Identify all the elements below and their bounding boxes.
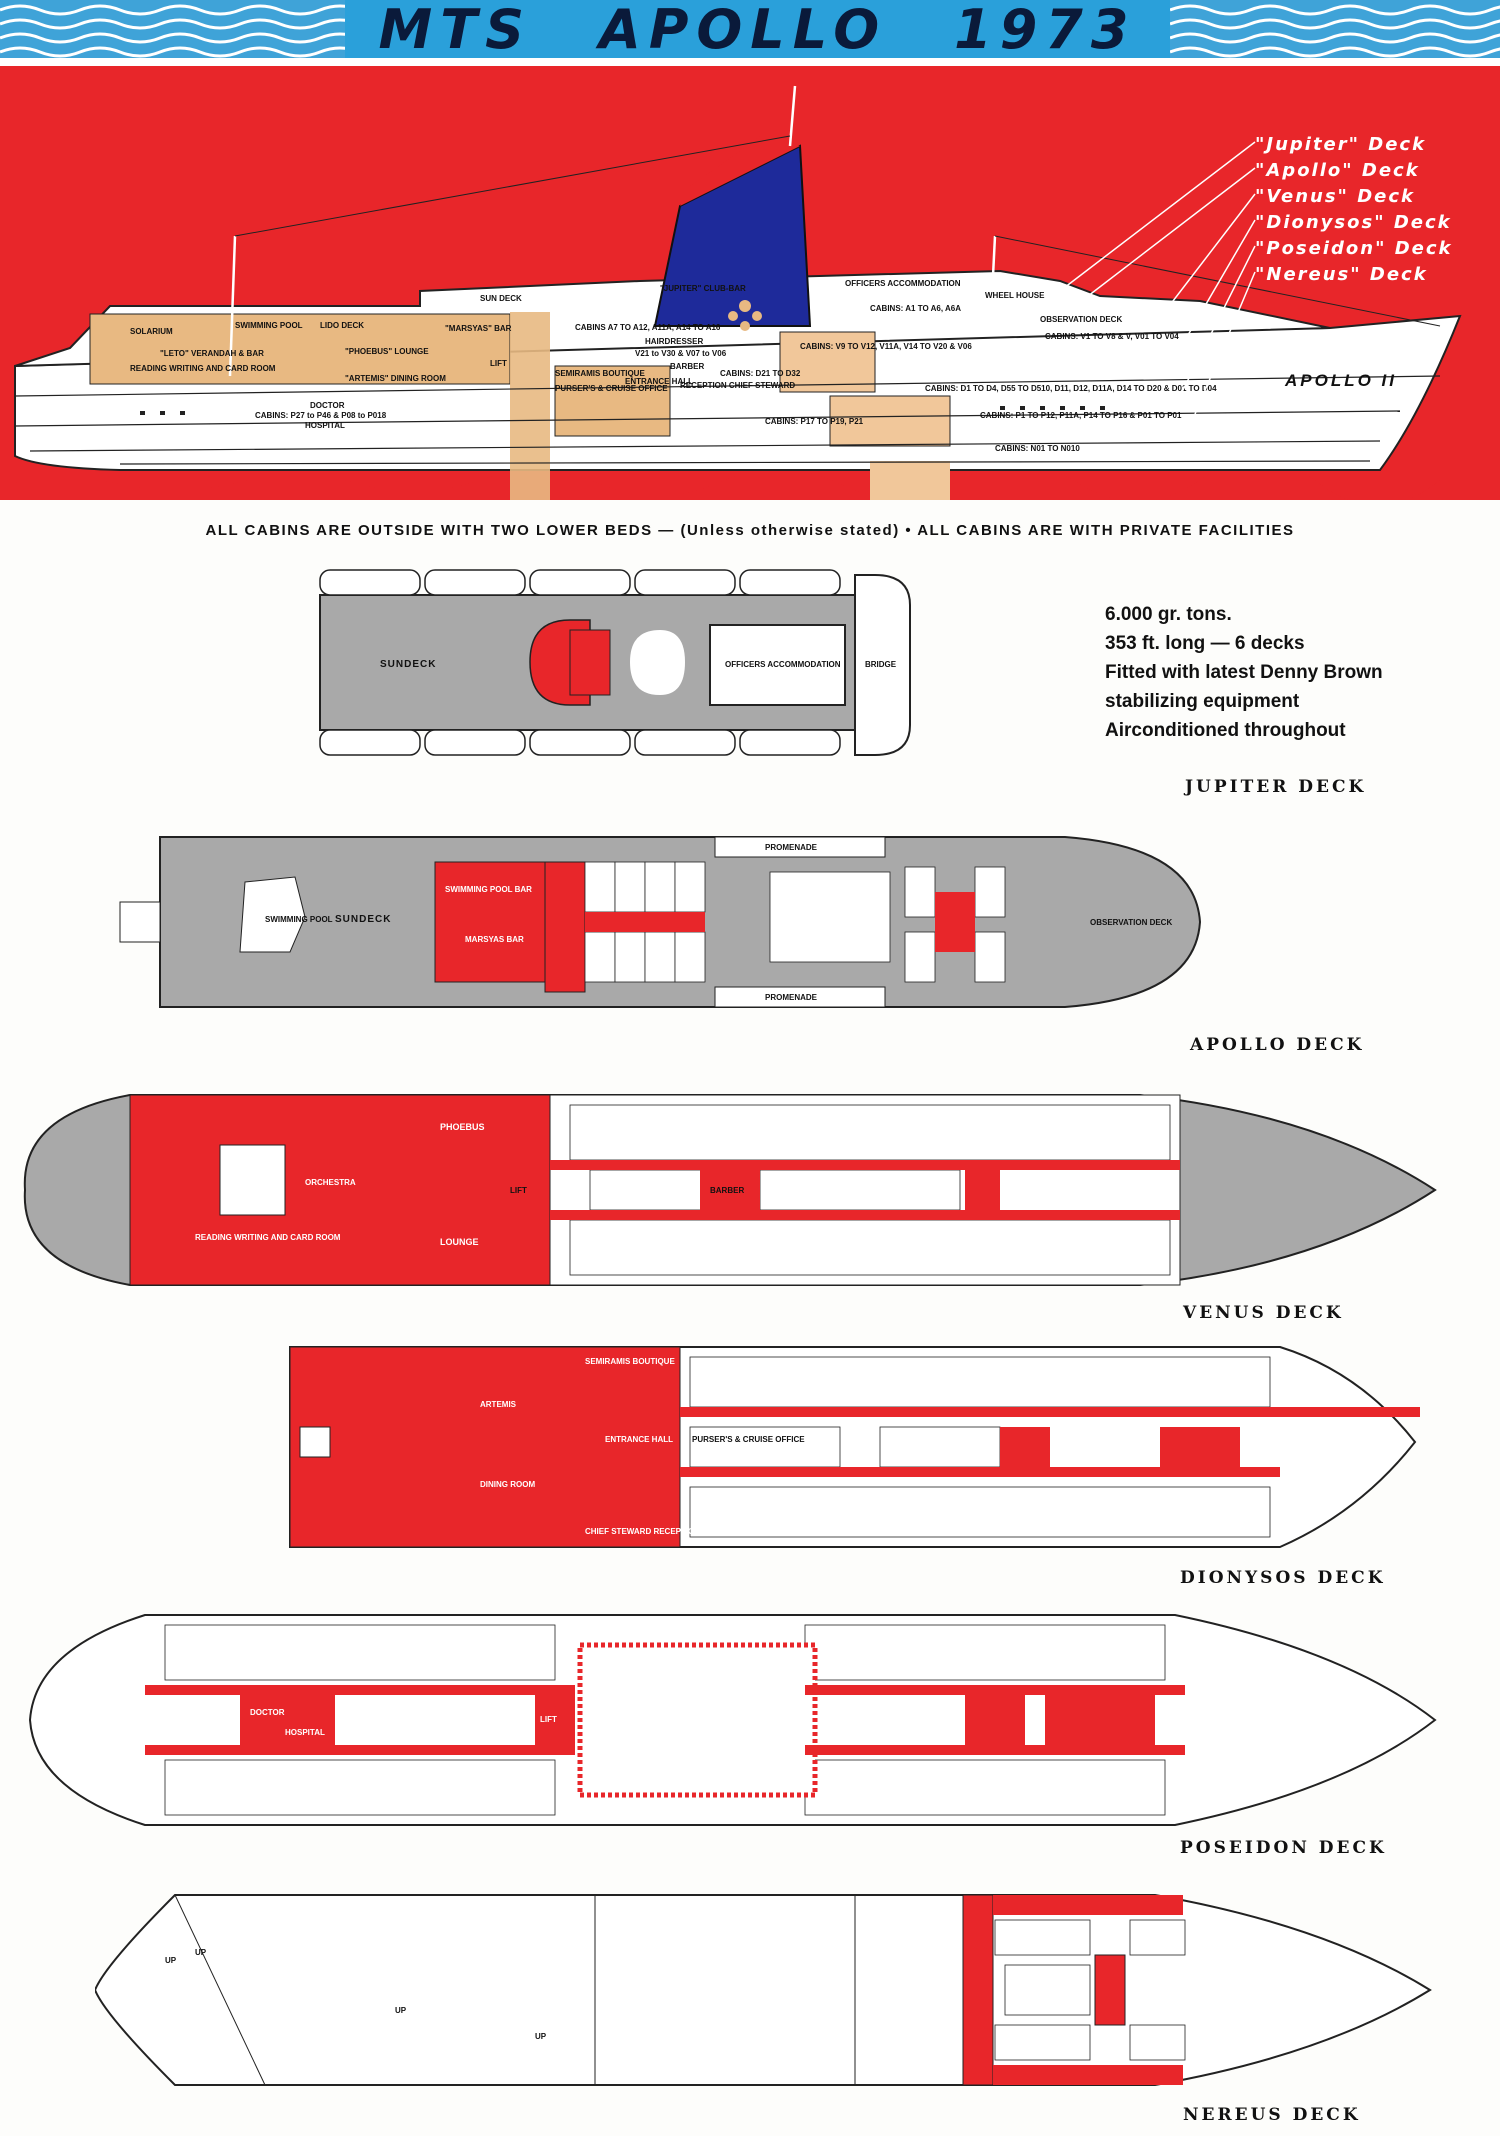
hospital-label: HOSPITAL	[305, 421, 345, 430]
title-apollo: APOLLO	[599, 0, 888, 61]
reception-label: RECEPTION CHIEF STEWARD	[680, 381, 795, 390]
lido-label: LIDO DECK	[320, 321, 364, 330]
apollo-deck-title: APOLLO DECK	[1190, 1035, 1365, 1055]
title-band: MTS APOLLO 1973	[0, 0, 1500, 66]
deck-legend: "Jupiter" Deck "Apollo" Deck "Venus" Dec…	[1255, 132, 1453, 288]
legend-poseidon: "Poseidon" Deck	[1255, 238, 1453, 259]
dionysos-deck-plan: ARTEMIS DINING ROOM ENTRANCE HALL SEMIRA…	[289, 1346, 1420, 1548]
apollo-deck-plan: SWIMMING POOL SUNDECK SWIMMING POOL BAR …	[119, 836, 1202, 1008]
cabins-v-fwd-label: CABINS: V9 TO V12, V11A, V14 TO V20 & V0…	[800, 342, 972, 351]
venus-phoebus-label: PHOEBUS	[440, 1122, 485, 1132]
dionysos-semiramis-label: SEMIRAMIS BOUTIQUE	[585, 1357, 675, 1366]
venus-orchestra-label: ORCHESTRA	[305, 1178, 356, 1187]
title-year: 1973	[954, 0, 1137, 61]
apollo-sundeck-label: SUNDECK	[335, 914, 391, 925]
cabins-d-label: CABINS: D21 TO D32	[720, 369, 801, 378]
hairdresser-label: HAIRDRESSER	[645, 337, 703, 346]
ship-name-label: APOLLO II	[1284, 371, 1397, 390]
apollo-promenade-top: PROMENADE	[765, 843, 818, 852]
nereus-up-3: UP	[395, 2006, 407, 2015]
cabins-d-fwd-label: CABINS: D1 TO D4, D55 TO D510, D11, D12,…	[925, 384, 1217, 393]
venus-lift-label: LIFT	[510, 1186, 527, 1195]
venus-barber-label: BARBER	[710, 1186, 744, 1195]
apollo-pool-label: SWIMMING POOL	[265, 915, 333, 924]
legend-jupiter: "Jupiter" Deck	[1255, 134, 1427, 155]
cabins-p2-label: CABINS: P1 TO P12, P11A, P14 TO P16 & P0…	[980, 411, 1182, 420]
officers-label: OFFICERS ACCOMMODATION	[845, 279, 961, 288]
poseidon-deck-title: POSEIDON DECK	[1180, 1838, 1387, 1858]
cabins-p-label: CABINS: P27 to P46 & P08 to P018	[255, 411, 387, 420]
venus-deck-plan: PHOEBUS LOUNGE ORCHESTRA BARBER READING …	[23, 1094, 1437, 1286]
barber-label: BARBER	[670, 362, 704, 371]
jupiter-deck-title: JUPITER DECK	[1185, 777, 1367, 797]
jupiter-officers-label: OFFICERS ACCOMMODATION	[725, 660, 841, 669]
jupiter-sundeck-label: SUNDECK	[380, 659, 436, 670]
cabin-notice: ALL CABINS ARE OUTSIDE WITH TWO LOWER BE…	[205, 522, 1295, 539]
solarium-label: SOLARIUM	[130, 327, 173, 336]
nereus-up-4: UP	[535, 2032, 547, 2041]
wave-pattern-right	[1170, 0, 1500, 58]
jupiter-deck-plan: SUNDECK OFFICERS ACCOMMODATION BRIDGE	[319, 569, 911, 756]
title-mts: MTS	[378, 0, 532, 61]
wheel-house-label: WHEEL HOUSE	[985, 291, 1045, 300]
doctor-label: DOCTOR	[310, 401, 345, 410]
venus-lounge-label: LOUNGE	[440, 1237, 479, 1247]
spec-stabilizer-2: stabilizing equipment	[1105, 691, 1300, 712]
marsyas-label: "MARSYAS" BAR	[445, 324, 512, 333]
nereus-up-2: UP	[195, 1948, 207, 1957]
reading-label: READING WRITING AND CARD ROOM	[130, 364, 276, 373]
poseidon-lift-label: LIFT	[540, 1715, 557, 1724]
ship-profile-illustration: APOLLO II "JUPITER" CLUB-BAR OFFICERS AC…	[0, 85, 1500, 500]
poseidon-doctor-label: DOCTOR	[250, 1708, 285, 1717]
dionysos-deck-title: DIONYSOS DECK	[1180, 1568, 1386, 1588]
venus-reading-label: READING WRITING AND CARD ROOM	[195, 1233, 341, 1242]
semiramis-label: SEMIRAMIS BOUTIQUE	[555, 369, 645, 378]
spec-aircon: Airconditioned throughout	[1105, 720, 1346, 741]
cabins-p-fwd-label: CABINS: P17 TO P19, P21	[765, 417, 864, 426]
legend-apollo: "Apollo" Deck	[1255, 160, 1420, 181]
jupiter-bar-label: "JUPITER" CLUB-BAR	[660, 284, 746, 293]
nereus-deck-plan: UP UP UP UP	[95, 1894, 1432, 2086]
legend-venus: "Venus" Deck	[1255, 186, 1415, 207]
lift-label: LIFT	[490, 359, 507, 368]
nereus-deck-title: NEREUS DECK	[1183, 2105, 1361, 2125]
dionysos-purser-label: PURSER'S & CRUISE OFFICE	[692, 1435, 805, 1444]
observation-label: OBSERVATION DECK	[1040, 315, 1122, 324]
dionysos-chief-label: CHIEF STEWARD RECEPTION	[585, 1527, 700, 1536]
wave-pattern-left	[0, 0, 345, 58]
cabins-v-label: V21 to V30 & V07 to V06	[635, 349, 727, 358]
apollo-promenade-bottom: PROMENADE	[765, 993, 818, 1002]
poseidon-hospital-label: HOSPITAL	[285, 1728, 325, 1737]
cabins-v1-label: CABINS: V1 TO V8 & V, V01 TO V04	[1045, 332, 1179, 341]
ship-profile-panel: APOLLO II "JUPITER" CLUB-BAR OFFICERS AC…	[0, 66, 1500, 500]
venus-deck-title: VENUS DECK	[1183, 1303, 1344, 1323]
legend-nereus: "Nereus" Deck	[1255, 264, 1428, 285]
page-title: MTS APOLLO 1973	[345, 0, 1170, 61]
artemis-label: "ARTEMIS" DINING ROOM	[345, 374, 446, 383]
dionysos-entrance-label: ENTRANCE HALL	[605, 1435, 673, 1444]
entrance-label: ENTRANCE HALL	[625, 377, 693, 386]
poseidon-deck-plan: DOCTOR HOSPITAL LIFT	[28, 1614, 1437, 1826]
swimming-label: SWIMMING POOL	[235, 321, 303, 330]
phoebus-label: "PHOEBUS" LOUNGE	[345, 347, 429, 356]
cabins-a-fwd-label: CABINS: A1 TO A6, A6A	[870, 304, 961, 313]
spec-stabilizer-1: Fitted with latest Denny Brown	[1105, 662, 1383, 683]
purser-label: PURSER'S & CRUISE OFFICE	[555, 384, 668, 393]
apollo-observation-label: OBSERVATION DECK	[1090, 918, 1172, 927]
dionysos-dining-label: DINING ROOM	[480, 1480, 535, 1489]
legend-dionysos: "Dionysos" Deck	[1255, 212, 1452, 233]
apollo-pool-bar-label: SWIMMING POOL BAR	[445, 885, 532, 894]
spec-tonnage: 6.000 gr. tons.	[1105, 604, 1232, 625]
dionysos-artemis-label: ARTEMIS	[480, 1400, 517, 1409]
nereus-up-1: UP	[165, 1956, 177, 1965]
spec-length: 353 ft. long — 6 decks	[1105, 633, 1305, 654]
apollo-marsyas-label: MARSYAS BAR	[465, 935, 524, 944]
leto-label: "LETO" VERANDAH & BAR	[160, 349, 264, 358]
cabins-n-label: CABINS: N01 TO N010	[995, 444, 1080, 453]
sundeck-label: SUN DECK	[480, 294, 522, 303]
cabins-a-label: CABINS A7 TO A12, A11A, A14 TO A16	[575, 323, 721, 332]
jupiter-bridge-label: BRIDGE	[865, 660, 897, 669]
ship-specs: 6.000 gr. tons. 353 ft. long — 6 decks F…	[1105, 600, 1383, 745]
